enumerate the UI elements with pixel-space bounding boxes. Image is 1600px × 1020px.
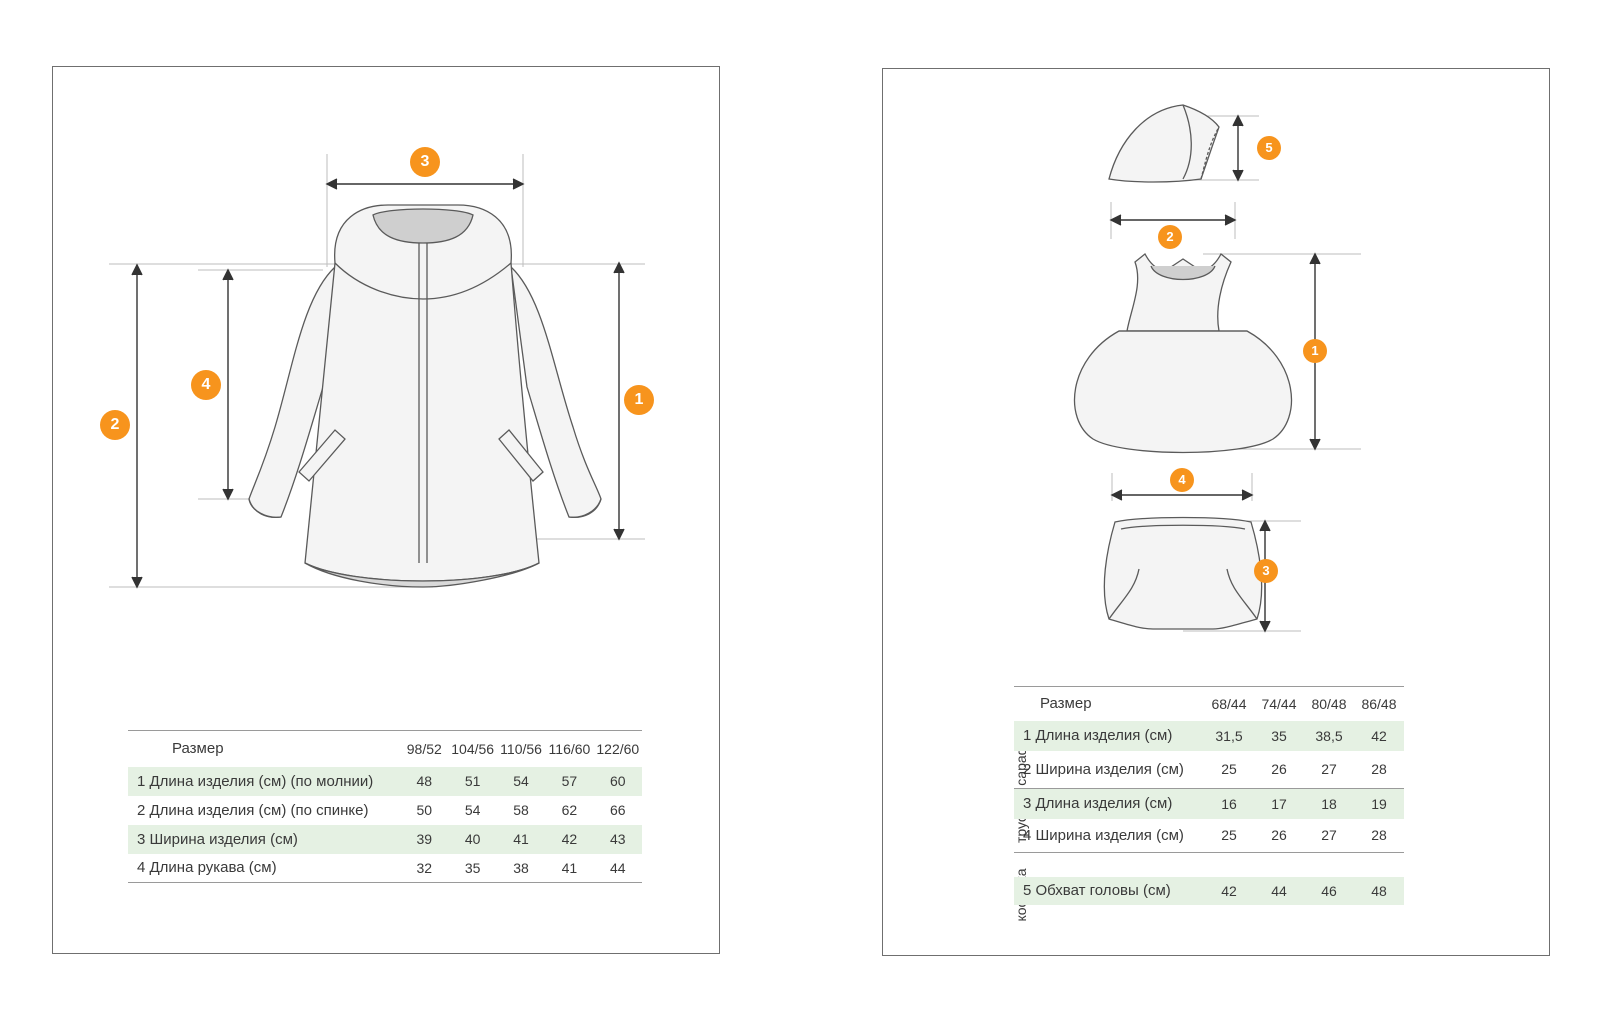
cell-value: 35	[464, 859, 481, 876]
cell-value: 43	[593, 824, 642, 854]
marker-2: 2	[100, 410, 130, 440]
row-label: 5 Обхват головы (см)	[1014, 876, 1204, 905]
cell-value: 57	[545, 766, 594, 796]
cell-value: 31,5	[1204, 720, 1254, 751]
table-row: 5 Обхват головы (см) 42 44 46 48	[1014, 876, 1404, 905]
cell-value: 35	[1254, 720, 1304, 751]
table-row: 4 Длина рукава (см) 32 35 38 41 44	[128, 854, 642, 883]
marker-3: 3	[410, 147, 440, 177]
cell-value: 40	[448, 824, 497, 854]
row-label: 1 Длина изделия (см) (по молнии)	[128, 766, 401, 796]
row-label: 3 Длина изделия (см)	[1014, 788, 1204, 819]
marker-3: 3	[1254, 559, 1278, 583]
marker-4: 4	[1170, 468, 1194, 492]
size-header: 98/52	[406, 740, 442, 757]
set-size-chart-panel: 5 2 1 4 3 сарафан трусы косынка Размер 6…	[882, 68, 1550, 956]
cell-value: 25	[1221, 761, 1237, 778]
cell-value: 26	[1271, 827, 1287, 844]
cell-value: 62	[561, 802, 578, 818]
cell-value: 27	[1321, 761, 1337, 778]
table-row: 3 Длина изделия (см) 16 17 18 19	[1014, 788, 1404, 819]
marker-1: 1	[624, 385, 654, 415]
cell-value: 16	[1204, 788, 1254, 819]
table-row: 4 Ширина изделия (см) 25 26 27 28	[1014, 819, 1404, 853]
cell-value: 41	[561, 859, 578, 876]
cell-value: 28	[1371, 827, 1387, 844]
cell-value: 27	[1321, 827, 1337, 844]
row-label: 1 Длина изделия (см)	[1014, 720, 1204, 751]
size-header: 80/48	[1311, 695, 1347, 712]
row-label: 4 Ширина изделия (см)	[1023, 826, 1184, 844]
marker-4: 4	[191, 370, 221, 400]
size-header: 104/56	[451, 740, 495, 757]
cell-value: 48	[400, 766, 449, 796]
cell-value: 44	[610, 859, 626, 876]
cell-value: 38	[513, 859, 529, 876]
cell-value: 38,5	[1304, 720, 1354, 751]
row-label: 2 Длина изделия (см) (по спинке)	[137, 801, 369, 819]
cell-value: 44	[1254, 876, 1304, 905]
marker-2: 2	[1158, 225, 1182, 249]
cell-value: 39	[400, 824, 449, 854]
marker-5: 5	[1257, 136, 1281, 160]
cell-value: 17	[1254, 788, 1304, 819]
size-header: 86/48	[1361, 695, 1397, 712]
table-row: 1 Длина изделия (см) (по молнии) 48 51 5…	[128, 766, 642, 796]
size-header: 122/60	[596, 740, 640, 757]
row-label: 2 Ширина изделия (см)	[1023, 760, 1184, 778]
table-row: 2 Ширина изделия (см) 25 26 27 28	[1014, 751, 1404, 789]
row-label: 3 Ширина изделия (см)	[128, 824, 401, 854]
cell-value: 58	[513, 802, 529, 818]
cell-value: 18	[1304, 788, 1354, 819]
size-header-label: Размер	[1040, 695, 1092, 713]
cell-value: 50	[416, 802, 433, 818]
jacket-size-table: Размер 98/52 104/56 110/56 116/60 122/60…	[128, 730, 642, 883]
set-illustration	[1073, 104, 1361, 633]
cell-value: 66	[610, 802, 626, 818]
table-row: 3 Ширина изделия (см) 39 40 41 42 43	[128, 824, 642, 854]
cell-value: 19	[1354, 788, 1404, 819]
table-row: 2 Длина изделия (см) (по спинке) 50 54 5…	[128, 796, 642, 825]
cell-value: 32	[416, 859, 433, 876]
cell-value: 25	[1221, 827, 1237, 844]
cell-value: 42	[1354, 720, 1404, 751]
cell-value: 48	[1354, 876, 1404, 905]
cell-value: 42	[545, 824, 594, 854]
cell-value: 41	[496, 824, 546, 854]
jacket-size-chart-panel: 3 4 2 1 Размер 98/52 104/56 110/56 116/6…	[52, 66, 720, 954]
size-header: 110/56	[500, 740, 542, 757]
cell-value: 54	[464, 802, 481, 818]
cell-value: 26	[1271, 761, 1287, 778]
size-header: 116/60	[548, 740, 591, 757]
cell-value: 51	[448, 766, 497, 796]
size-header: 68/44	[1211, 695, 1247, 712]
size-header: 74/44	[1261, 695, 1297, 712]
cell-value: 60	[593, 766, 642, 796]
table-row: 1 Длина изделия (см) 31,5 35 38,5 42	[1014, 720, 1404, 751]
row-label: 4 Длина рукава (см)	[137, 859, 277, 877]
cell-value: 28	[1371, 761, 1387, 778]
size-header-label: Размер	[172, 740, 224, 758]
cell-value: 42	[1204, 876, 1254, 905]
cell-value: 54	[496, 766, 546, 796]
set-size-table: Размер 68/44 74/44 80/48 86/48 1 Длина и…	[1014, 686, 1404, 905]
marker-1: 1	[1303, 339, 1327, 363]
cell-value: 46	[1304, 876, 1354, 905]
jacket-illustration	[109, 154, 645, 589]
